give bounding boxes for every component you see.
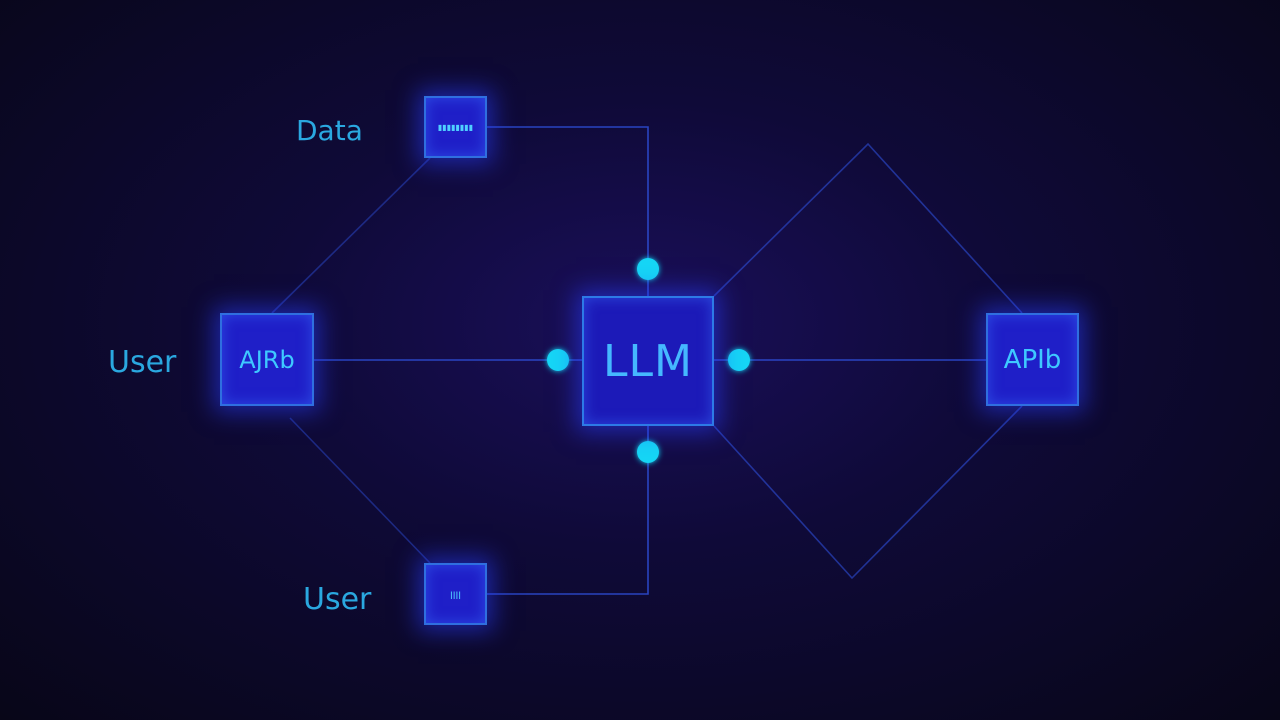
node-llm[interactable]: LLM <box>582 296 714 426</box>
node-user-bottom[interactable]: ꞁꞁꞁꞁ <box>424 563 487 625</box>
line-bottom-to-llm <box>487 426 649 595</box>
node-data[interactable]: ▮▮▮▮▮▮▮▮ <box>424 96 487 158</box>
label-user-left: User <box>108 345 177 380</box>
connector-dot-left <box>547 349 569 371</box>
connector-dot-right <box>728 349 750 371</box>
line-top-to-llm <box>487 126 649 296</box>
diamond-upper <box>713 142 1023 314</box>
node-api[interactable]: APIb <box>986 313 1079 406</box>
line-left-to-top <box>271 157 431 314</box>
label-user-bottom: User <box>303 582 372 617</box>
node-data-text: ▮▮▮▮▮▮▮▮ <box>437 122 474 132</box>
node-user-left-text: AJRb <box>239 345 295 374</box>
node-user-bottom-text: ꞁꞁꞁꞁ <box>449 588 462 600</box>
node-user-left[interactable]: AJRb <box>220 313 314 406</box>
diamond-lower <box>713 405 1023 580</box>
node-api-text: APIb <box>1003 344 1062 375</box>
node-llm-text: LLM <box>603 335 693 387</box>
line-left-to-bottom <box>289 417 431 564</box>
connector-dot-bottom <box>637 441 659 463</box>
label-data: Data <box>296 114 363 147</box>
connector-dot-top <box>637 258 659 280</box>
